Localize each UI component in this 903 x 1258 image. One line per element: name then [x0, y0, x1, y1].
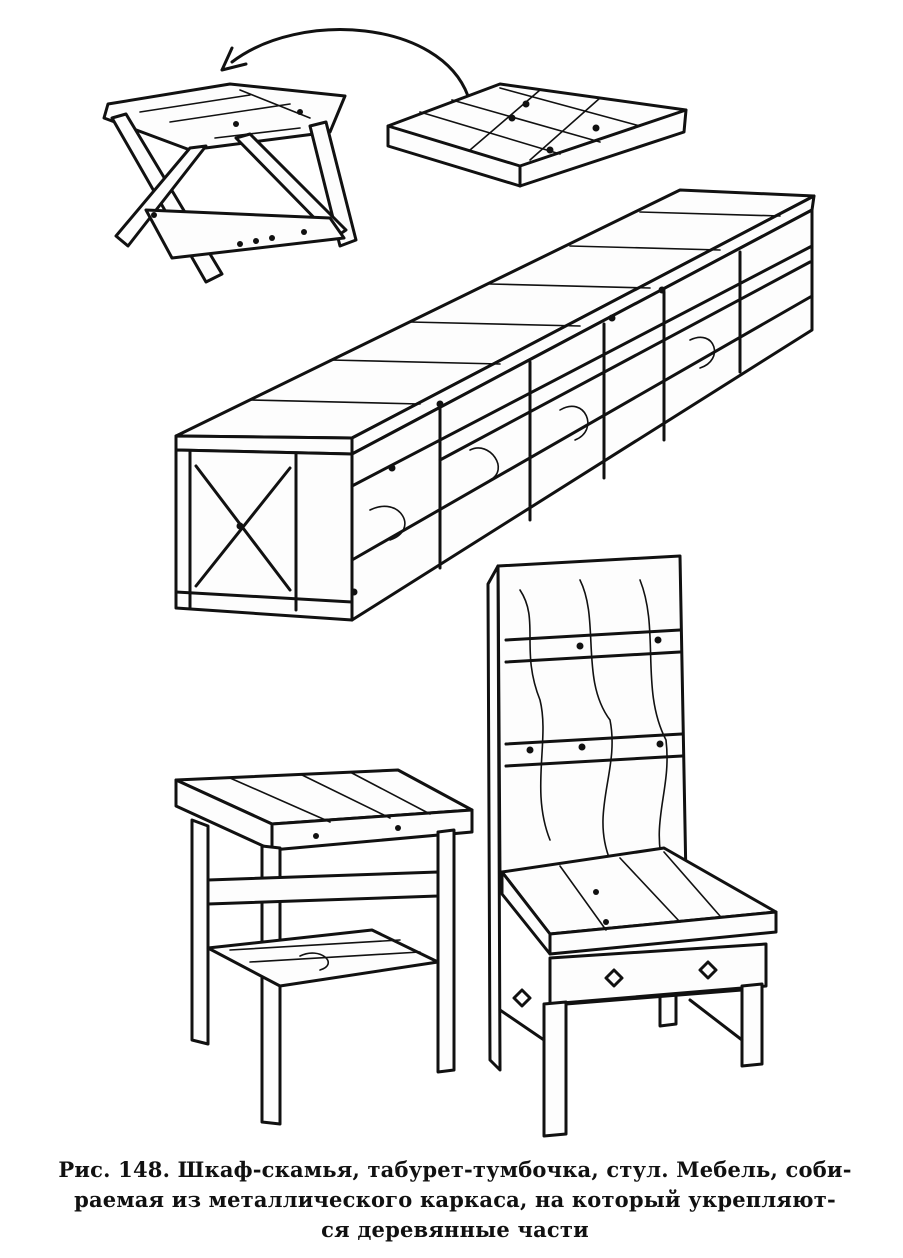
figure-caption: Рис. 148. Шкаф-скамья, табурет-тумбочка,…	[55, 1155, 855, 1245]
furniture-illustration	[102, 28, 816, 1138]
curved-arrow	[220, 28, 470, 98]
folding-stool	[102, 82, 358, 284]
caption-line-1: Рис. 148. Шкаф-скамья, табурет-тумбочка,…	[55, 1155, 855, 1185]
stool-nightstand	[174, 768, 474, 1126]
chair	[486, 554, 778, 1138]
stool-seat-board	[386, 82, 688, 188]
caption-line-2: раемая из металлического каркаса, на кот…	[74, 1187, 836, 1212]
caption-line-3: ся деревянные части	[321, 1217, 589, 1242]
figure-label: Рис. 148.	[58, 1157, 171, 1182]
caption-line-1-text: Шкаф-скамья, табурет-тумбочка, стул. Меб…	[177, 1157, 852, 1182]
cabinet-bench	[174, 188, 816, 622]
